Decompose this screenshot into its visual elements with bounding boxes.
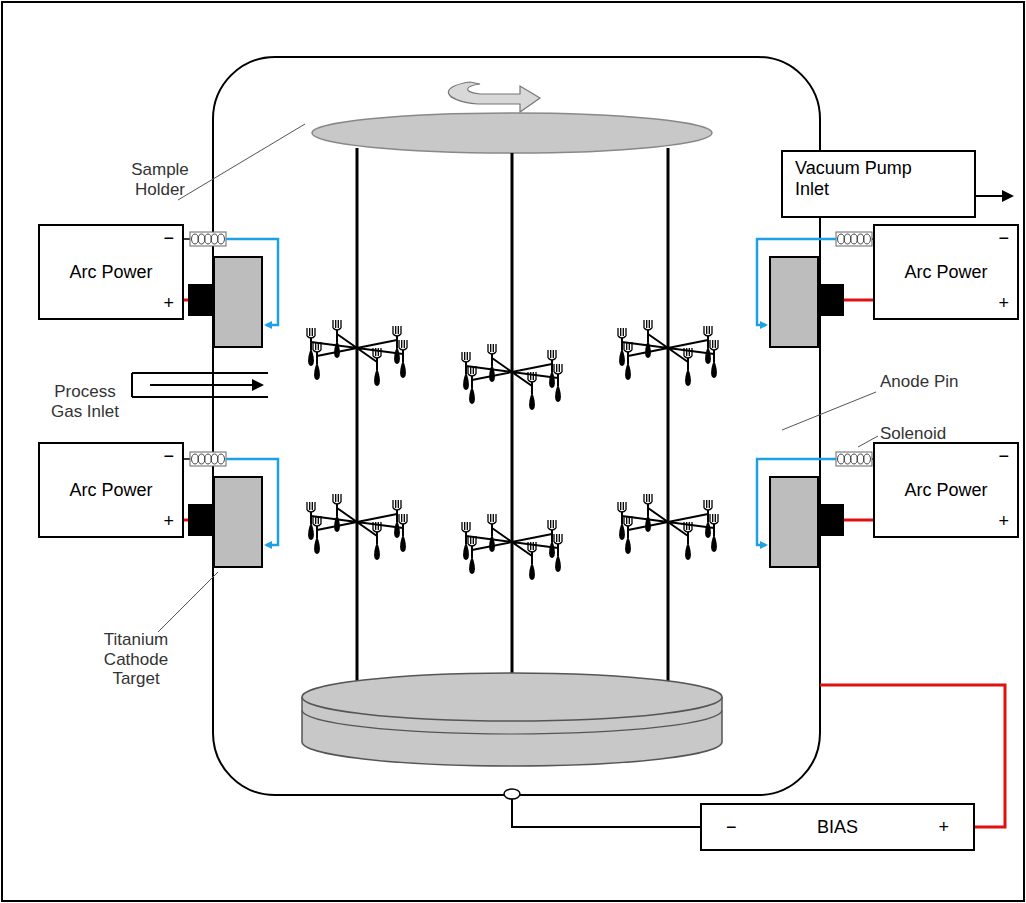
arc-source (170, 452, 278, 567)
turntable (302, 673, 722, 766)
terminal-sign: + (998, 293, 1009, 314)
anode-pin (226, 239, 278, 325)
coil-turn (851, 234, 858, 244)
supply-label: Arc Power (904, 262, 987, 283)
coil-turn (844, 234, 851, 244)
port-label: Vacuum Pump Inlet (795, 158, 915, 199)
coil-turn (192, 234, 199, 244)
solenoid (190, 232, 226, 246)
solenoid (836, 452, 872, 466)
coil-turn (192, 454, 199, 464)
terminal-sign: + (163, 511, 174, 532)
cathode-connector (818, 284, 844, 316)
coil-turn (205, 454, 212, 464)
bias-negative-wire (512, 799, 700, 827)
supply-label: Arc Power (69, 480, 152, 501)
coil-turn (211, 454, 218, 464)
arc-power-box: −Arc Power + (873, 442, 1019, 538)
terminal-sign: − (163, 446, 174, 467)
arc-sources (170, 232, 892, 567)
arc-power-box: −Arc Power + (38, 224, 184, 320)
feedthrough (504, 789, 520, 799)
terminal-sign: + (998, 511, 1009, 532)
coil-turn (218, 454, 225, 464)
part-label: Titanium Cathode Target (88, 630, 184, 689)
coil-turn (857, 234, 864, 244)
terminal-sign: + (938, 817, 949, 838)
vacuum-chamber (213, 57, 820, 795)
part-label: Anode Pin (880, 372, 990, 392)
sample-holder-plate (312, 113, 712, 153)
coil-turn (218, 234, 225, 244)
positive-wire (844, 519, 873, 522)
coil-turn (211, 234, 218, 244)
supply-label: BIAS (817, 817, 858, 838)
cathode-target (214, 477, 262, 567)
cathode-connector (188, 504, 214, 536)
arc-power-box: −Arc Power + (38, 442, 184, 538)
cutlery-samples (307, 320, 718, 580)
holder-rods (357, 148, 668, 690)
arc-source (170, 232, 278, 347)
anode-pin (757, 459, 836, 545)
part-label: Solenoid (880, 424, 990, 444)
coil-turn (864, 234, 871, 244)
cathode-target (770, 477, 818, 567)
terminal-sign: − (998, 228, 1009, 249)
solenoid (836, 232, 872, 246)
arc-source (757, 232, 892, 347)
coil-turn (205, 234, 212, 244)
cathode-connector (188, 284, 214, 316)
part-label: Sample Holder (120, 160, 200, 199)
terminal-sign: + (163, 293, 174, 314)
coil-turn (844, 454, 851, 464)
positive-wire (844, 299, 873, 302)
coil-turn (851, 454, 858, 464)
terminal-sign: − (726, 817, 737, 838)
pump-inlet-box: Vacuum Pump Inlet (781, 150, 976, 218)
coil-turn (864, 454, 871, 464)
supply-label: Arc Power (904, 480, 987, 501)
bias-supply-box: − BIAS + (700, 803, 975, 851)
rotation-arrow (448, 82, 540, 112)
part-label: Process Gas Inlet (40, 382, 130, 421)
coil-turn (198, 234, 205, 244)
coil-turn (857, 454, 864, 464)
cathode-target (770, 257, 818, 347)
supply-label: Arc Power (69, 262, 152, 283)
anode-pin (757, 239, 836, 325)
cathode-target (214, 257, 262, 347)
anode-pin (226, 459, 278, 545)
terminal-sign: − (163, 228, 174, 249)
cathode-connector (818, 504, 844, 536)
terminal-sign: − (998, 446, 1009, 467)
coil-turn (198, 454, 205, 464)
solenoid (190, 452, 226, 466)
leader-lines (158, 124, 878, 632)
arc-source (757, 452, 892, 567)
pump-arrow (976, 195, 1012, 197)
coil-turn (838, 454, 845, 464)
coil-turn (838, 234, 845, 244)
arc-power-box: −Arc Power + (873, 224, 1019, 320)
gas-inlet-tube (132, 373, 268, 397)
